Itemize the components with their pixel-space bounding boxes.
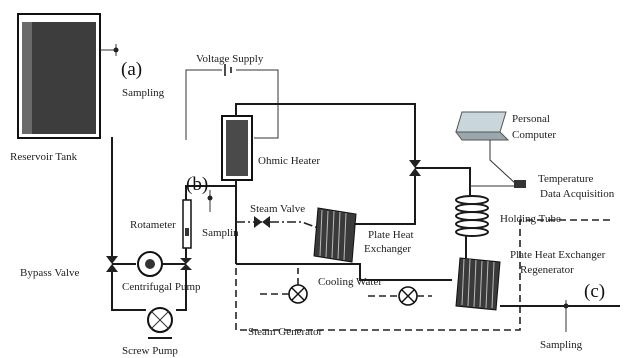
holding-tube-label: Holding Tube: [500, 213, 561, 225]
point-c-label: (c): [584, 281, 605, 302]
regen-hx-label: Plate Heat Exchanger: [510, 249, 606, 261]
sampling-c-label: Sampling: [540, 339, 583, 351]
screw-pump-return: [176, 270, 187, 311]
point-a-label: (a): [121, 59, 142, 80]
centrifugal-pump: [137, 251, 186, 277]
screw-pump-label: Screw Pump: [122, 345, 178, 357]
cooling-water-label: Cooling Water: [318, 276, 382, 288]
ohmic-heater-label: Ohmic Heater: [258, 155, 320, 167]
daq-cable: [489, 140, 517, 185]
voltage-supply-label: Voltage Supply: [196, 53, 264, 65]
steam-generator-label: Steam Generator: [248, 326, 323, 338]
hx-to-valve-pipe: [354, 176, 416, 225]
ohmic-heater: [221, 115, 253, 181]
reservoir-tank: [17, 13, 101, 139]
cooling-water-pipe: [236, 263, 452, 281]
sampling-port-c: [563, 300, 569, 332]
screw-pump-loop: [111, 272, 146, 311]
holding-tube: [455, 195, 489, 237]
sampling-port-b: [207, 190, 213, 212]
personal-computer-label-1: Personal: [512, 113, 550, 125]
plate-hx-label-2: Exchanger: [364, 243, 411, 255]
screw-pump: [147, 307, 173, 339]
bypass-valve: [106, 256, 118, 272]
steam-generator: [288, 284, 308, 304]
steam-valve-label: Steam Valve: [250, 203, 305, 215]
heater-outlet-pipe: [235, 103, 416, 160]
rotameter-label: Rotameter: [130, 219, 176, 231]
plate-heat-exchanger: [313, 207, 357, 263]
steam-line: [236, 221, 319, 229]
personal-computer-icon: [455, 111, 510, 141]
sampling-port-a: [100, 44, 119, 56]
centrifugal-pump-label: Centrifugal Pump: [122, 281, 201, 293]
data-acquisition-label: Data Acquisition: [540, 188, 615, 200]
regenerator-return-line: [235, 219, 612, 331]
bypass-valve-label: Bypass Valve: [20, 267, 79, 279]
hx-inlet-valve: [409, 160, 421, 176]
point-b-label: (b): [186, 174, 208, 195]
sampling-b-label: Samplin: [202, 227, 239, 239]
pump-outlet-valve: [180, 258, 192, 270]
personal-computer-label-2: Computer: [512, 129, 556, 141]
plate-heat-exchanger-regenerator: [455, 257, 501, 311]
cooling-water-pump: [398, 286, 418, 306]
heater-to-holding-pipe: [415, 167, 471, 196]
steam-valve: [254, 216, 270, 228]
reservoir-tank-label: Reservoir Tank: [10, 151, 78, 163]
plate-hx-label-1: Plate Heat: [368, 229, 414, 241]
rotameter: [182, 199, 192, 249]
data-acquisition-unit: [514, 180, 526, 188]
temperature-label: Temperature: [538, 173, 594, 185]
regenerator-label: Regenerator: [520, 264, 574, 276]
sampling-a-label: Sampling: [122, 87, 165, 99]
